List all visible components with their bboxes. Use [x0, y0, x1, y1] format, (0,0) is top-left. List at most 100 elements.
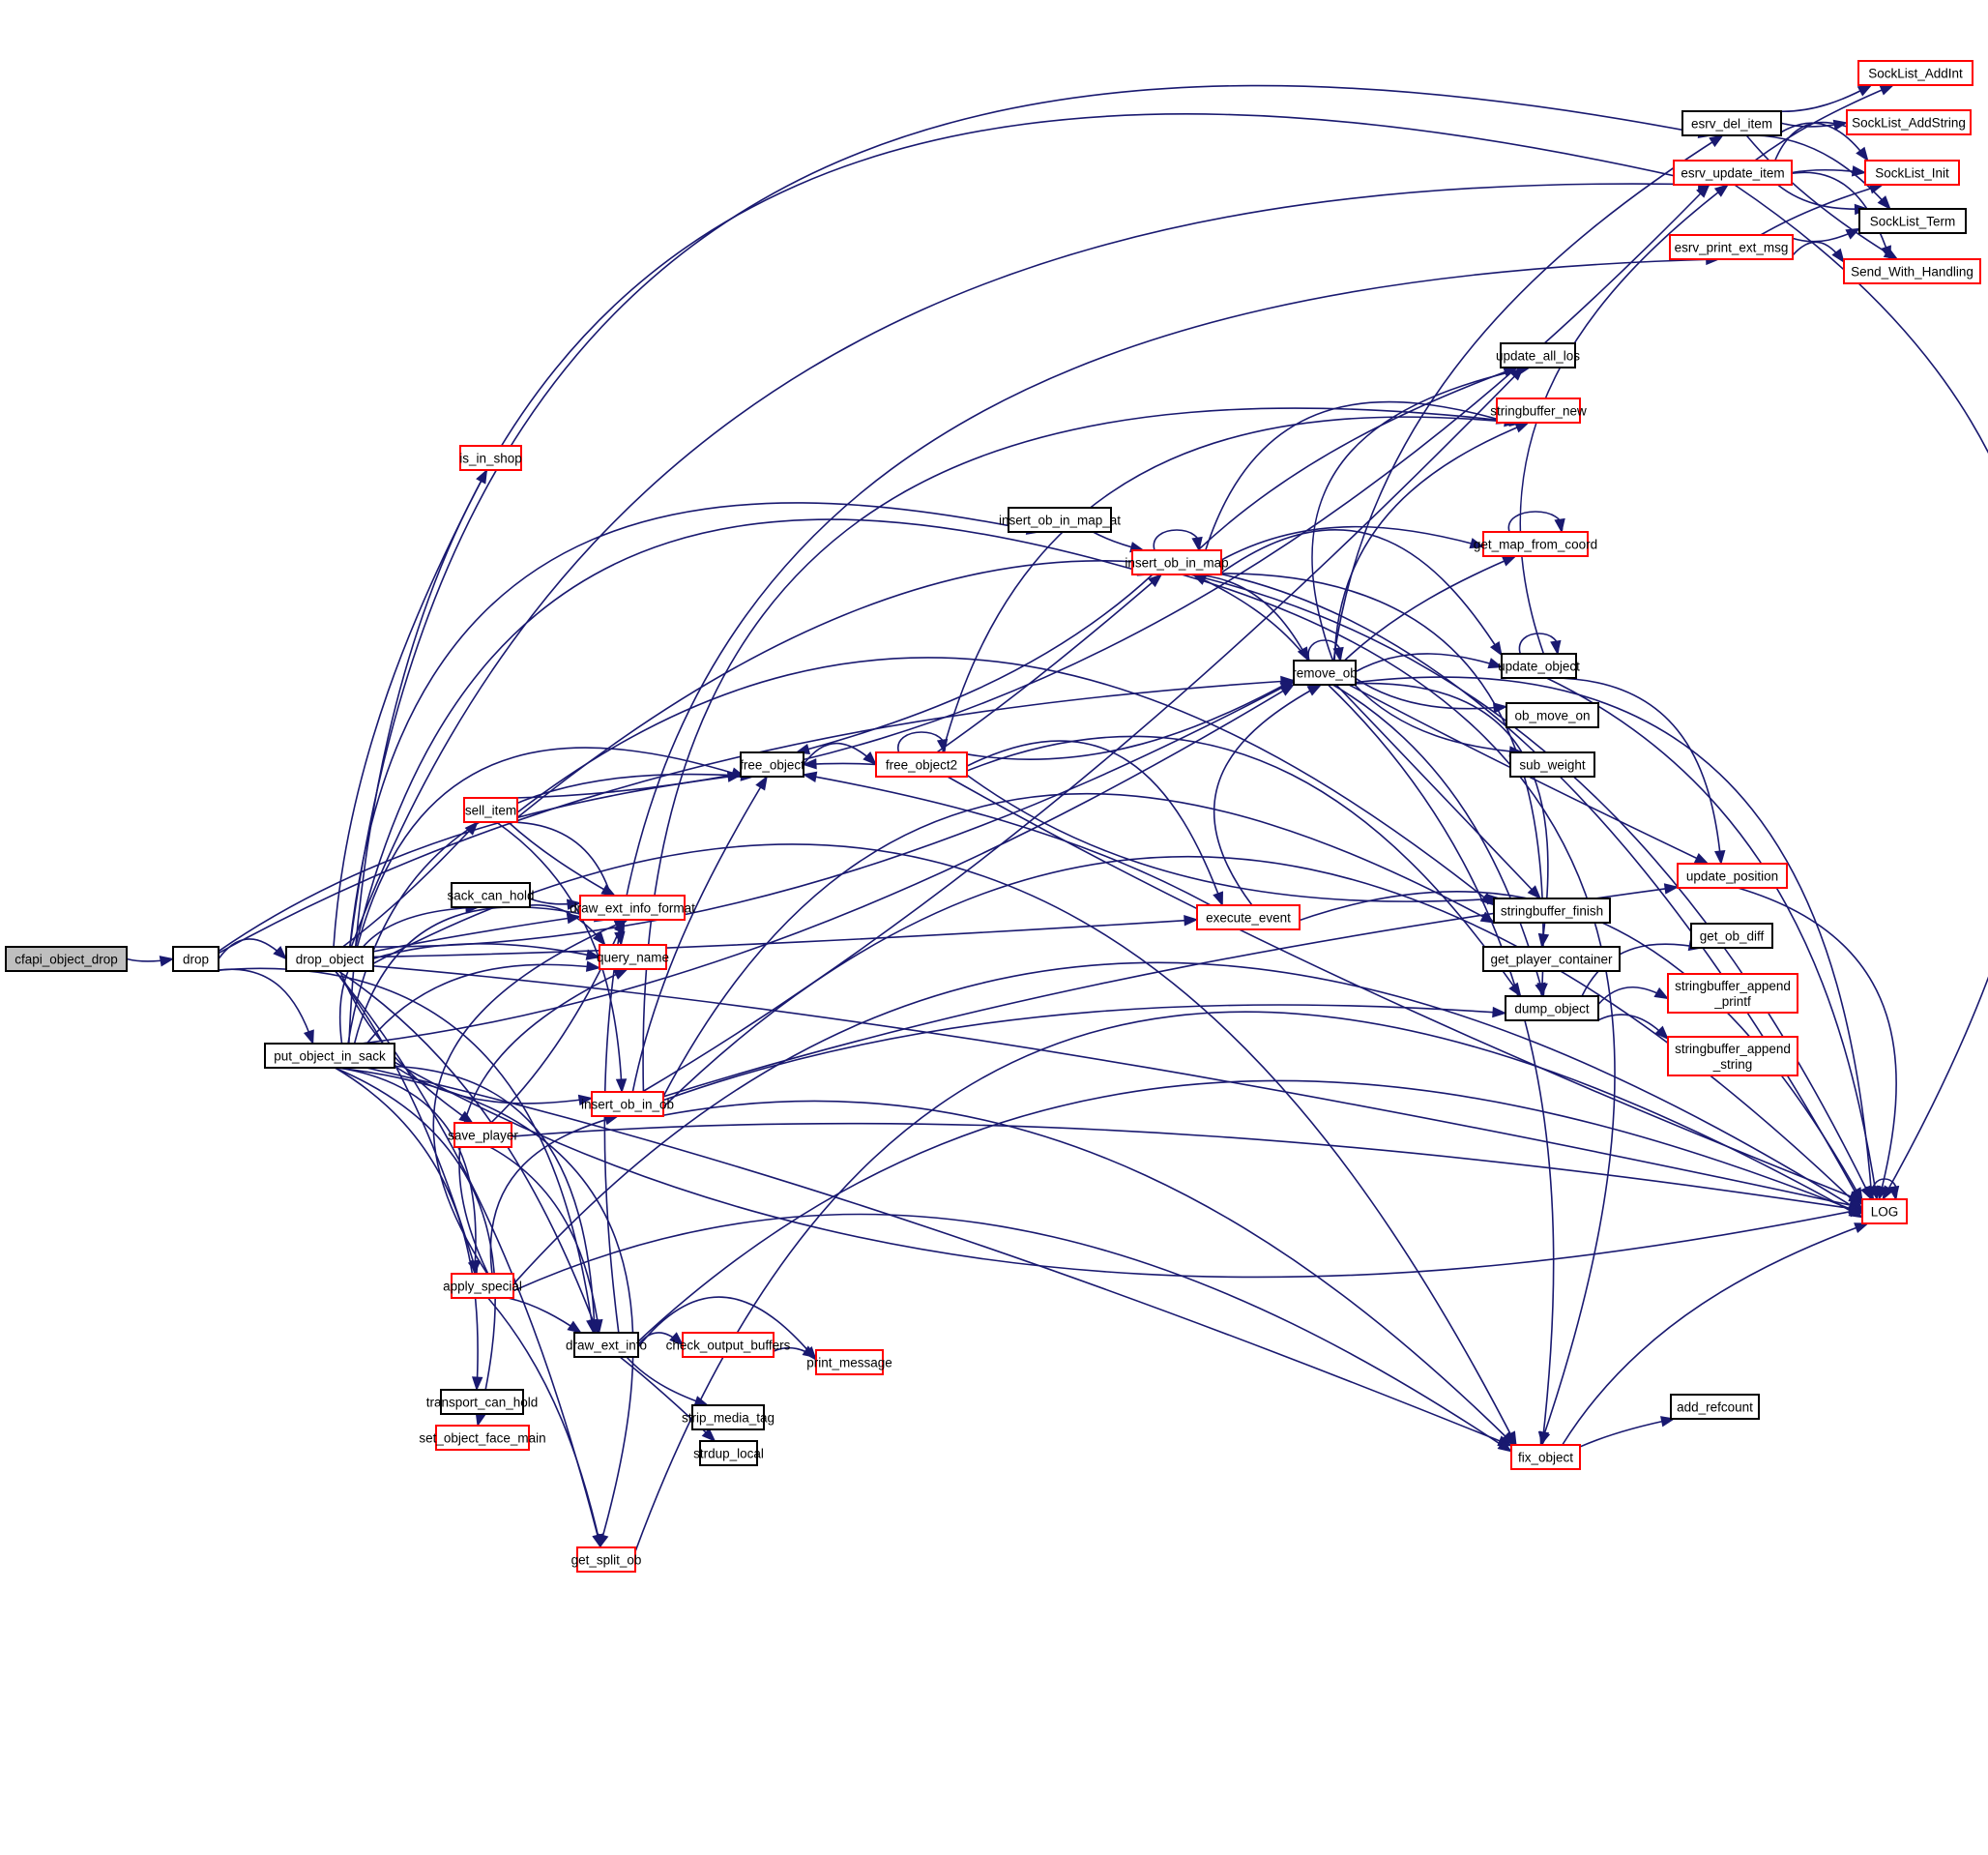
node-ob-move-on[interactable]: ob_move_on	[1506, 702, 1599, 728]
node-box[interactable]	[576, 1546, 636, 1573]
node-drop-object[interactable]: drop_object	[285, 946, 374, 972]
node-box[interactable]	[573, 1332, 639, 1358]
node-box[interactable]	[1506, 702, 1599, 728]
node-log[interactable]: LOG	[1861, 1198, 1908, 1224]
node-box[interactable]	[1861, 1198, 1908, 1224]
node-box[interactable]	[1669, 234, 1794, 260]
node-esrv-print-ext-msg[interactable]: esrv_print_ext_msg	[1669, 234, 1794, 260]
node-get-split-ob[interactable]: get_split_ob	[571, 1546, 642, 1573]
node-query-name[interactable]: query_name	[597, 944, 669, 970]
node-get-ob-diff[interactable]: get_ob_diff	[1690, 923, 1773, 949]
node-stringbuffer-new[interactable]: stringbuffer_new	[1490, 398, 1587, 424]
node-update-object[interactable]: update_object	[1498, 653, 1580, 679]
node-socklist-term[interactable]: SockList_Term	[1858, 208, 1967, 234]
node-box[interactable]	[1008, 507, 1112, 533]
node-box[interactable]	[1690, 923, 1773, 949]
node-box[interactable]	[1131, 549, 1222, 575]
node-check-output-buffers[interactable]: check_output_buffers	[666, 1332, 791, 1358]
node-box[interactable]	[1667, 1036, 1798, 1076]
node-box[interactable]	[1500, 342, 1576, 368]
node-box[interactable]	[875, 751, 968, 778]
node-box[interactable]	[815, 1349, 884, 1375]
node-box[interactable]	[1496, 398, 1581, 424]
node-box[interactable]	[1858, 208, 1967, 234]
node-box[interactable]	[599, 944, 667, 970]
node-box[interactable]	[1864, 160, 1960, 186]
node-apply-special[interactable]: apply_special	[443, 1273, 522, 1299]
node-free-object2[interactable]: free_object2	[875, 751, 968, 778]
node-stringbuffer-append-printf[interactable]: stringbuffer_append_printf	[1667, 973, 1798, 1014]
node-box[interactable]	[1509, 751, 1595, 778]
node-fix-object[interactable]: fix_object	[1510, 1444, 1581, 1470]
node-update-position[interactable]: update_position	[1677, 863, 1788, 889]
node-box[interactable]	[1510, 1444, 1581, 1470]
node-box[interactable]	[1501, 653, 1577, 679]
node-box[interactable]	[463, 797, 518, 823]
node-box[interactable]	[1482, 946, 1621, 972]
node-box[interactable]	[172, 946, 219, 972]
node-box[interactable]	[264, 1043, 395, 1069]
node-strdup-local[interactable]: strdup_local	[693, 1440, 764, 1466]
node-drop[interactable]: drop	[172, 946, 219, 972]
node-sack-can-hold[interactable]: sack_can_hold	[447, 882, 535, 908]
node-send-with-handling[interactable]: Send_With_Handling	[1843, 258, 1981, 284]
node-is-in-shop[interactable]: is_in_shop	[459, 445, 522, 471]
node-box[interactable]	[1505, 995, 1599, 1021]
node-get-player-container[interactable]: get_player_container	[1482, 946, 1621, 972]
node-socklist-addint[interactable]: SockList_AddInt	[1857, 60, 1973, 86]
node-print-message[interactable]: print_message	[806, 1349, 892, 1375]
node-box[interactable]	[579, 895, 686, 921]
node-box[interactable]	[691, 1404, 765, 1430]
node-box[interactable]	[451, 882, 531, 908]
node-box[interactable]	[699, 1440, 758, 1466]
node-box[interactable]	[453, 1122, 512, 1148]
node-box[interactable]	[740, 751, 804, 778]
node-box[interactable]	[459, 445, 522, 471]
node-esrv-update-item[interactable]: esrv_update_item	[1673, 160, 1793, 186]
node-insert-ob-in-map-at[interactable]: insert_ob_in_map_at	[999, 507, 1121, 533]
node-stringbuffer-append-string[interactable]: stringbuffer_append_string	[1667, 1036, 1798, 1076]
node-box[interactable]	[1667, 973, 1798, 1014]
node-sell-item[interactable]: sell_item	[463, 797, 518, 823]
node-insert-ob-in-map[interactable]: insert_ob_in_map	[1125, 549, 1229, 575]
node-box[interactable]	[1493, 898, 1611, 924]
node-cfapi-object-drop[interactable]: cfapi_object_drop	[5, 946, 128, 972]
node-get-map-from-coord[interactable]: get_map_from_coord	[1474, 531, 1597, 557]
node-stringbuffer-finish[interactable]: stringbuffer_finish	[1493, 898, 1611, 924]
node-box[interactable]	[435, 1425, 530, 1451]
node-put-object-in-sack[interactable]: put_object_in_sack	[264, 1043, 395, 1069]
node-draw-ext-info-format[interactable]: draw_ext_info_format	[570, 895, 695, 921]
node-transport-can-hold[interactable]: transport_can_hold	[426, 1389, 539, 1415]
node-box[interactable]	[1843, 258, 1981, 284]
node-strip-media-tag[interactable]: strip_media_tag	[682, 1404, 775, 1430]
node-box[interactable]	[682, 1332, 775, 1358]
node-box[interactable]	[1196, 904, 1301, 930]
node-set-object-face-main[interactable]: set_object_face_main	[419, 1425, 546, 1451]
node-box[interactable]	[1681, 110, 1782, 136]
node-free-object[interactable]: free_object	[740, 751, 804, 778]
node-socklist-init[interactable]: SockList_Init	[1864, 160, 1960, 186]
node-insert-ob-in-ob[interactable]: insert_ob_in_ob	[581, 1091, 674, 1117]
node-sub-weight[interactable]: sub_weight	[1509, 751, 1595, 778]
node-box[interactable]	[1857, 60, 1973, 86]
node-update-all-los[interactable]: update_all_los	[1496, 342, 1580, 368]
node-dump-object[interactable]: dump_object	[1505, 995, 1599, 1021]
node-box[interactable]	[1846, 109, 1972, 135]
node-esrv-del-item[interactable]: esrv_del_item	[1681, 110, 1782, 136]
node-box[interactable]	[1670, 1394, 1760, 1420]
node-box[interactable]	[591, 1091, 664, 1117]
node-box[interactable]	[1673, 160, 1793, 186]
node-box[interactable]	[1482, 531, 1589, 557]
node-box[interactable]	[285, 946, 374, 972]
node-box[interactable]	[451, 1273, 514, 1299]
node-execute-event[interactable]: execute_event	[1196, 904, 1301, 930]
node-add-refcount[interactable]: add_refcount	[1670, 1394, 1760, 1420]
node-box[interactable]	[5, 946, 128, 972]
node-remove-ob[interactable]: remove_ob	[1292, 660, 1358, 686]
node-box[interactable]	[1677, 863, 1788, 889]
node-save-player[interactable]: save_player	[448, 1122, 518, 1148]
node-box[interactable]	[1293, 660, 1357, 686]
node-draw-ext-info[interactable]: draw_ext_info	[566, 1332, 647, 1358]
node-socklist-addstring[interactable]: SockList_AddString	[1846, 109, 1972, 135]
node-box[interactable]	[440, 1389, 524, 1415]
